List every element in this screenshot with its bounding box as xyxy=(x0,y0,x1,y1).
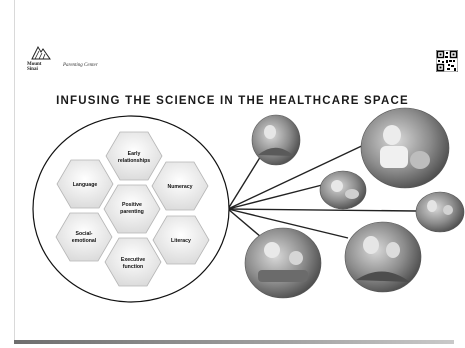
connector-line xyxy=(227,208,349,239)
mount-sinai-logo: Mount Sinai Parenting Center xyxy=(27,44,137,82)
hex-bottom-label-2: function xyxy=(123,264,143,270)
photo-baby-toy xyxy=(319,170,367,210)
logo-center-label: Parenting Center xyxy=(63,63,98,68)
hex-upper-right-label: Numeracy xyxy=(167,184,192,190)
hex-bottom xyxy=(104,237,162,287)
hex-top-label-1: Early xyxy=(128,151,141,157)
hex-bottom-label-1: Executive xyxy=(121,257,145,263)
qr-code-icon xyxy=(436,50,458,72)
logo-name: Mount Sinai xyxy=(27,62,41,72)
hex-top xyxy=(105,131,163,181)
hex-upper-left xyxy=(56,159,114,209)
photo-clinic-visit xyxy=(360,107,450,189)
hex-center-label-2: parenting xyxy=(120,209,144,215)
photo-waiting-room xyxy=(244,227,322,299)
logo-name-line2: Sinai xyxy=(27,67,38,72)
photo-infant-care xyxy=(251,114,301,166)
hex-center-label-1: Positive xyxy=(122,202,142,208)
hex-lower-left-label-1: Social- xyxy=(75,231,92,237)
hex-lower-left xyxy=(55,212,113,262)
slide-title: INFUSING THE SCIENCE IN THE HEALTHCARE S… xyxy=(56,95,409,107)
connector-line xyxy=(227,208,417,212)
hex-lower-right xyxy=(152,215,210,265)
mountain-logo-icon xyxy=(31,45,51,60)
hex-upper-left-label: Language xyxy=(73,182,98,188)
logo-name-line1: Mount xyxy=(27,62,42,67)
hex-lower-left-label-2: emotional xyxy=(72,238,97,244)
photo-family-play xyxy=(415,191,465,233)
connector-line xyxy=(227,142,369,210)
hex-upper-right xyxy=(151,161,209,211)
photo-mother-child xyxy=(344,221,422,293)
hex-top-label-2: relationships xyxy=(118,158,150,164)
connector-line xyxy=(227,183,327,210)
hex-center xyxy=(103,184,161,234)
hex-lower-right-label: Literacy xyxy=(171,238,191,244)
left-rule xyxy=(14,0,15,340)
bottom-bar xyxy=(14,340,454,344)
